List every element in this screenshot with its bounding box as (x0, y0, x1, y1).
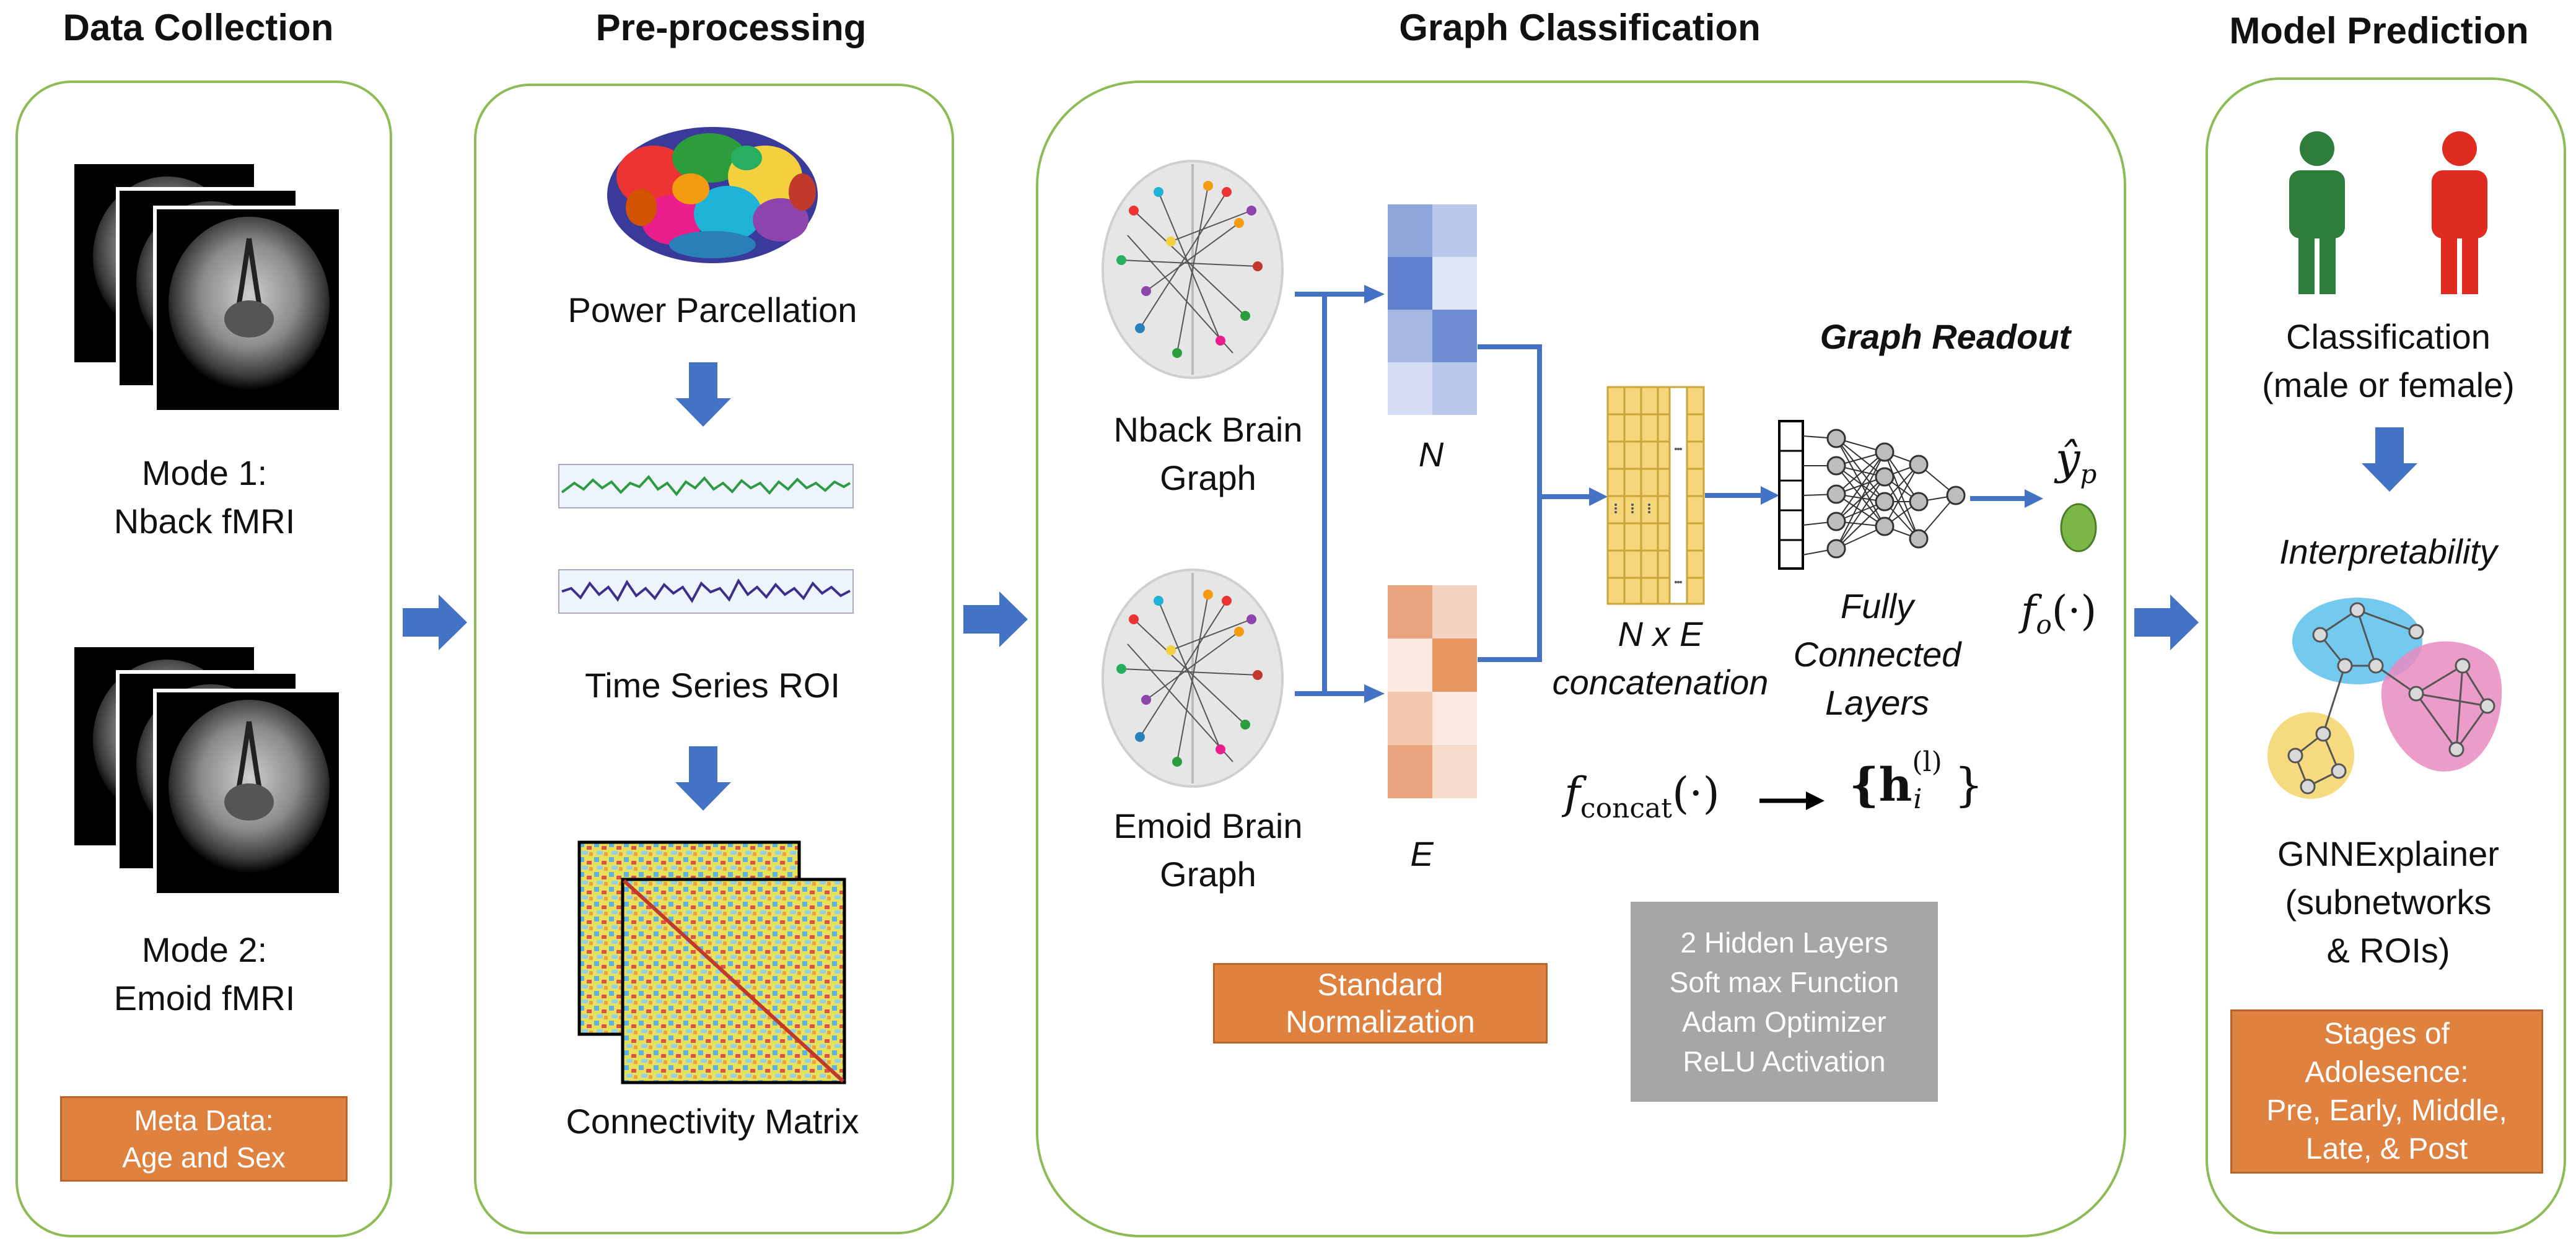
header-preprocessing: Pre-processing (595, 7, 867, 48)
emoid-line2: Graph (1160, 855, 1256, 894)
mode2-label: Mode 2: Emoid fMRI (62, 926, 347, 1022)
power-parcellation-label: Power Parcellation (567, 290, 857, 329)
emoid-line1: Emoid Brain (1113, 806, 1303, 845)
gnnexplainer-label: GNNExplainer (subnetworks & ROIs) (2212, 830, 2565, 975)
gnn-line1: GNNExplainer (2277, 834, 2499, 873)
timeseries-purple (558, 569, 854, 614)
embedding-to-concat-connectors (1478, 344, 1608, 662)
time-series-roi-label: Time Series ROI (585, 666, 840, 705)
classification-label: Classification (male or female) (2212, 313, 2565, 409)
std-line2: Normalization (1286, 1005, 1475, 1039)
stages-line3: Pre, Early, Middle, (2266, 1094, 2507, 1127)
hidden-rep-formula: {h(l) i} (1849, 746, 1984, 815)
arrow-down-3 (2362, 427, 2417, 492)
hyperparameters-box: 2 Hidden Layers Soft max Function Adam O… (1631, 902, 1938, 1102)
connectivity-matrix-label: Connectivity Matrix (566, 1102, 859, 1141)
std-line1: Standard (1317, 967, 1444, 1002)
mode2-line2: Emoid fMRI (113, 979, 296, 1018)
meta-line2: Age and Sex (122, 1141, 286, 1174)
concat-line1: N x E (1618, 614, 1703, 653)
yhat-label: ŷp (2056, 434, 2096, 489)
emoid-brain-graph-image (1102, 569, 1284, 788)
mri-stack-mode1 (74, 164, 343, 414)
class-line1: Classification (2286, 317, 2491, 356)
fc-line1: Fully (1840, 586, 1914, 626)
yhat-symbol: ŷ (2056, 434, 2080, 484)
hidden-line1: 2 Hidden Layers (1680, 926, 1888, 959)
arrow-right-1 (403, 595, 467, 650)
fconcat-subscript: concat (1580, 793, 1672, 824)
arrow-down-2 (675, 746, 731, 811)
stages-line2: Adolesence: (2305, 1055, 2469, 1089)
e-embedding-matrix (1388, 585, 1477, 798)
header-graph-classification: Graph Classification (1399, 7, 1761, 48)
standard-normalization-box: Standard Normalization (1213, 963, 1548, 1044)
timeseries-green (558, 464, 854, 508)
class-line2: (male or female) (2262, 365, 2515, 404)
mode1-label: Mode 1: Nback fMRI (62, 449, 347, 546)
header-data-collection: Data Collection (63, 7, 334, 48)
meta-line1: Meta Data: (134, 1104, 274, 1136)
graph-readout-label: Graph Readout (1820, 317, 2071, 356)
arrow-right-2 (963, 591, 1028, 647)
fc-line2: Connected (1793, 635, 1961, 674)
n-label: N (1418, 435, 1444, 474)
h-subscript: i (1913, 783, 1922, 815)
yhat-subscript: p (2080, 459, 2097, 489)
gnn-line2: (subnetworks (2285, 883, 2492, 922)
h-open: {h (1849, 759, 1912, 812)
stages-of-adolescence-box: Stages of Adolesence: Pre, Early, Middle… (2230, 1009, 2543, 1174)
nback-brain-graph-image (1102, 160, 1284, 379)
concatenation-grid (1606, 386, 1705, 605)
h-superscript: (l) (1912, 746, 1942, 778)
fo-symbol: f (2021, 587, 2036, 635)
fully-connected-label: Fully Connected Layers (1753, 582, 2001, 727)
interpretability-label: Interpretability (2279, 532, 2497, 571)
hidden-line3: Adam Optimizer (1682, 1005, 1886, 1038)
fconcat-arrow (1759, 791, 1825, 810)
mode2-line1: Mode 2: (141, 930, 268, 969)
mode1-line2: Nback fMRI (113, 502, 296, 541)
stages-line1: Stages of (2324, 1017, 2450, 1050)
concatenation-label: N x E concatenation (1530, 610, 1790, 707)
n-embedding-matrix (1388, 204, 1477, 415)
female-figure-icon (2432, 131, 2487, 294)
arrow-down-1 (675, 362, 731, 427)
h-close: } (1954, 759, 1984, 812)
male-figure-icon (2289, 131, 2345, 294)
concat-line2: concatenation (1552, 663, 1769, 702)
nback-brain-graph-label: Nback Brain Graph (1072, 406, 1344, 502)
connectivity-matrix-image (577, 840, 846, 1084)
mri-stack-mode2 (74, 647, 343, 897)
fo-subscript: o (2036, 609, 2052, 640)
output-node (2060, 503, 2097, 552)
fc-line3: Layers (1825, 683, 1930, 722)
concat-to-fc-arrow (1705, 486, 1779, 505)
fc-to-output-arrow (1970, 489, 2043, 508)
nback-line2: Graph (1160, 458, 1256, 497)
stages-line4: Late, & Post (2305, 1132, 2468, 1166)
nback-line1: Nback Brain (1113, 410, 1303, 449)
fconcat-symbol: f (1564, 768, 1580, 819)
gnn-line3: & ROIs) (2326, 931, 2450, 970)
hidden-line4: ReLU Activation (1683, 1045, 1886, 1078)
header-model-prediction: Model Prediction (2229, 10, 2529, 51)
e-label: E (1410, 834, 1434, 873)
brain-to-embedding-connectors (1295, 285, 1385, 703)
meta-data-box: Meta Data: Age and Sex (60, 1096, 348, 1182)
fo-arg: (·) (2051, 587, 2097, 635)
hidden-line2: Soft max Function (1669, 965, 1899, 998)
brain-parcellation-image (607, 127, 818, 263)
fconcat-formula: fconcat(·) (1564, 768, 1720, 824)
emoid-brain-graph-label: Emoid Brain Graph (1072, 802, 1344, 899)
gnnexplainer-subgraph-image (2267, 598, 2502, 799)
fully-connected-network (1778, 420, 1966, 570)
fconcat-arg: (·) (1671, 768, 1720, 819)
mode1-line1: Mode 1: (141, 453, 268, 492)
fo-label: fo(·) (2021, 587, 2096, 640)
arrow-right-3 (2134, 595, 2199, 650)
